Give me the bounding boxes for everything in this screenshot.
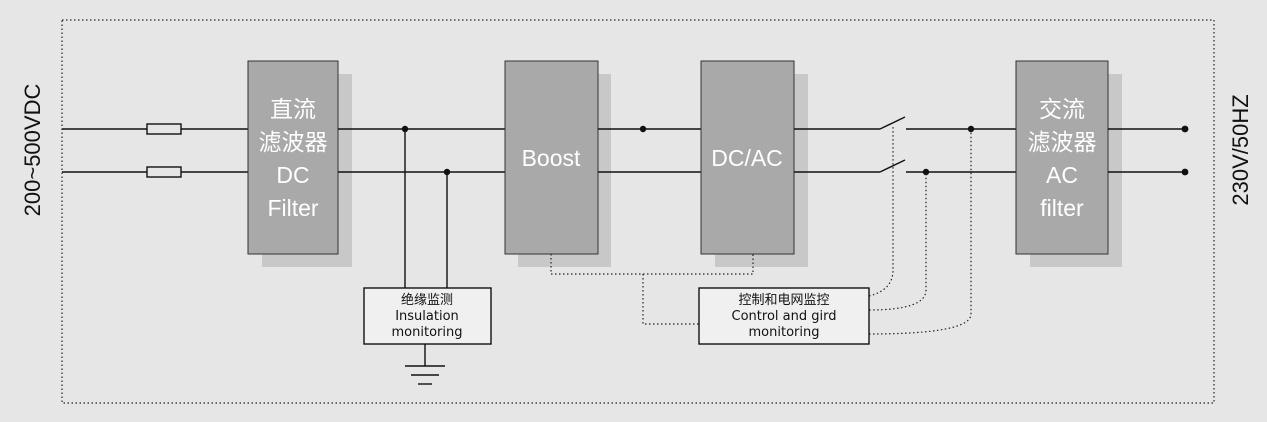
output-terminal-neutral — [1181, 168, 1189, 176]
ground-icon — [405, 344, 445, 385]
insulation-monitoring-box: 绝缘监测 Insulation monitoring — [363, 287, 492, 345]
control-line1: 控制和电网监控 — [738, 293, 829, 308]
system-boundary-frame — [61, 19, 1215, 404]
insulation-line2: Insulation — [395, 309, 459, 324]
ac-filter-block: 交流 滤波器 AC filter — [1015, 60, 1122, 267]
relay-control-link — [868, 125, 894, 297]
junction-dot — [639, 125, 647, 133]
insulation-box — [363, 287, 492, 345]
fuse-negative — [146, 166, 182, 178]
output-terminal-line — [1181, 125, 1189, 133]
insulation-line1: 绝缘监测 — [401, 292, 453, 308]
grid-monitor-line-link — [868, 129, 972, 335]
control-link-boost-dcac — [550, 254, 754, 275]
dcac-label: DC/AC — [711, 145, 783, 171]
control-line2: Control and gird — [732, 309, 837, 324]
ac-filter-line4: filter — [1040, 195, 1084, 221]
dc-filter-line4: Filter — [267, 195, 318, 221]
dc-filter-line2: 滤波器 — [259, 129, 328, 155]
control-box — [698, 287, 870, 345]
relay-switch-neutral — [879, 159, 906, 173]
dc-filter-block: 直流 滤波器 DC Filter — [247, 60, 352, 267]
boost-label: Boost — [522, 145, 581, 171]
input-voltage-label: 200~500VDC — [20, 84, 45, 217]
insulation-line3: monitoring — [392, 325, 463, 340]
ac-filter-box — [1015, 60, 1109, 255]
boost-block: Boost — [504, 60, 611, 267]
ac-filter-line3: AC — [1046, 162, 1078, 188]
control-monitoring-box: 控制和电网监控 Control and gird monitoring — [698, 287, 870, 345]
dcac-box — [700, 60, 795, 255]
dc-filter-line1: 直流 — [270, 96, 316, 122]
control-line3: monitoring — [749, 325, 820, 340]
output-voltage-label: 230V/50HZ — [1228, 94, 1253, 205]
fuse-positive — [146, 123, 182, 135]
dc-filter-line3: DC — [276, 162, 309, 188]
dc-filter-box — [247, 60, 339, 255]
ac-filter-line2: 滤波器 — [1028, 129, 1097, 155]
boost-box — [504, 60, 599, 255]
relay-switch-line — [879, 116, 906, 130]
dcac-block: DC/AC — [700, 60, 808, 267]
control-link-to-controller — [642, 274, 699, 325]
junction-dot — [922, 168, 930, 176]
grid-monitor-neutral-link — [868, 172, 927, 311]
ac-filter-line1: 交流 — [1039, 96, 1085, 122]
